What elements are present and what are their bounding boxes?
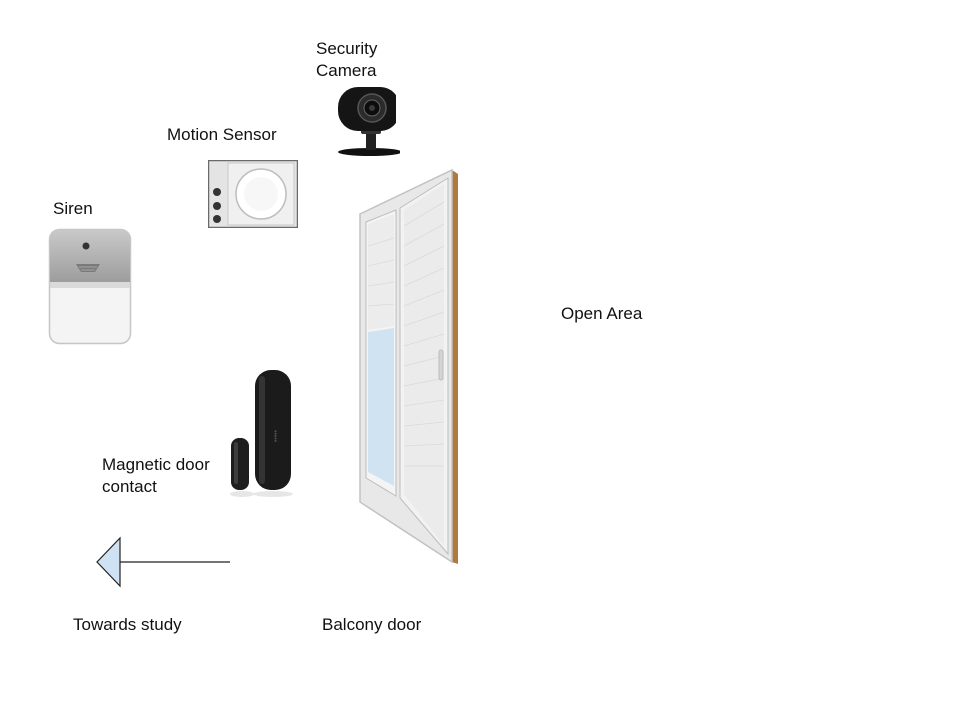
motion-sensor-icon <box>208 160 298 228</box>
left-arrow-icon <box>96 536 232 588</box>
magnetic-contact-icon: ••••• <box>228 368 294 500</box>
towards-study-label: Towards study <box>73 615 182 634</box>
security-camera-icon <box>334 84 400 158</box>
svg-text:•••••: ••••• <box>271 430 278 443</box>
security-camera-label: Security Camera <box>316 39 378 80</box>
siren-icon <box>48 228 132 346</box>
magnetic-door-contact-label: Magnetic door contact <box>102 455 210 496</box>
balcony-door-label: Balcony door <box>322 615 422 634</box>
motion-sensor-label: Motion Sensor <box>167 125 277 144</box>
siren-label: Siren <box>53 199 93 218</box>
open-area-label: Open Area <box>561 304 643 323</box>
sliding-door-icon <box>356 166 462 570</box>
